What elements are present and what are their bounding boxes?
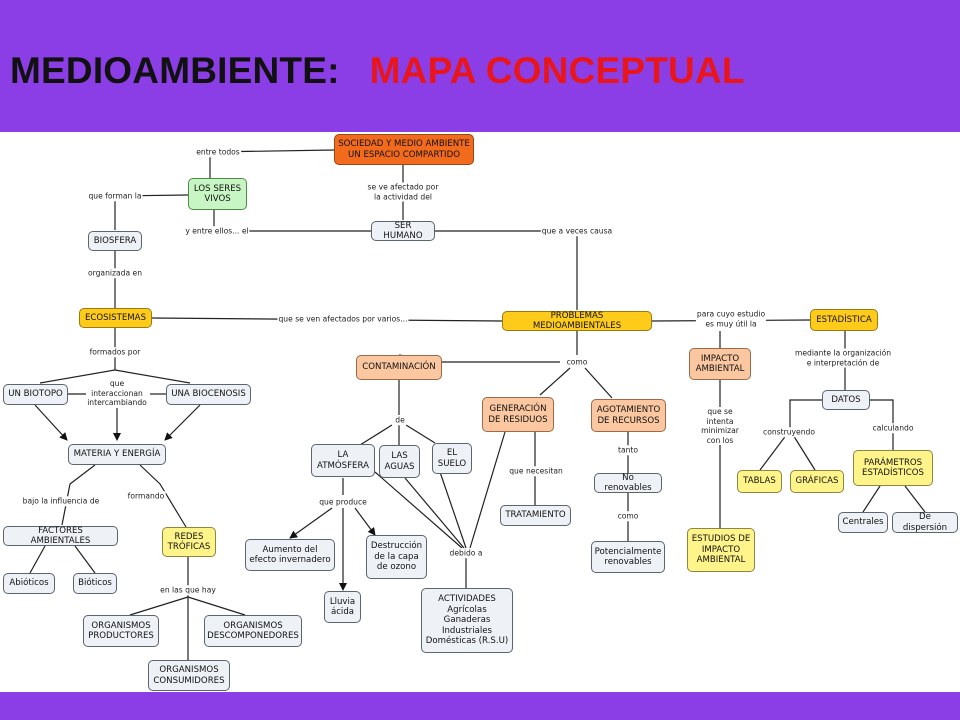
edge-factores-abioticos: [29, 545, 46, 574]
node-ser-humano[interactable]: SER HUMANO: [371, 221, 435, 241]
link-que-produce: que produce: [318, 497, 368, 507]
edge-como-residuos: [539, 367, 571, 396]
node-residuos[interactable]: GENERACIÓN DE RESIDUOS: [482, 397, 554, 432]
slide-title: MEDIOAMBIENTE: MAPA CONCEPTUAL: [10, 50, 745, 92]
link-y-entre-ellos: y entre ellos... el: [184, 226, 250, 236]
edge-redes-descomp: [187, 596, 246, 616]
node-abioticos[interactable]: Abióticos: [3, 573, 55, 594]
link-de: de: [394, 415, 406, 425]
link-para-cuyo-estudio: para cuyo estudio es muy útil la: [695, 309, 767, 329]
node-lluvia[interactable]: Lluvia ácida: [324, 591, 361, 623]
node-agotamiento[interactable]: AGOTAMIENTO DE RECURSOS: [591, 399, 666, 432]
link-formando: formando: [126, 491, 166, 501]
edge-residuos-debido: [469, 431, 506, 549]
node-contaminacion[interactable]: CONTAMINACIÓN: [356, 355, 442, 380]
edge-factores-bioticos: [74, 545, 96, 574]
link-entre-todos: entre todos: [195, 147, 241, 157]
node-biosfera[interactable]: BIOSFERA: [88, 231, 142, 251]
link-que-se-intenta: que se intenta minimizar con los: [700, 407, 740, 445]
edge-humano-problemas: [435, 230, 578, 310]
node-tablas[interactable]: TABLAS: [737, 470, 782, 493]
link-bajo-influencia: bajo la influencia de: [21, 496, 101, 506]
link-como: como: [565, 357, 589, 367]
edge-de-suelo: [405, 424, 436, 444]
node-consumidores[interactable]: ORGANISMOS CONSUMIDORES: [148, 660, 230, 691]
link-calculando: calculando: [871, 423, 915, 433]
edge-suelo-debido: [439, 471, 467, 549]
link-interaccionan: que interaccionan intercambiando: [86, 378, 148, 408]
edge-de-atmosfera: [359, 424, 393, 446]
title-banner: [0, 0, 960, 132]
link-que-forman-la: que forman la: [87, 191, 143, 201]
edge-como-agotamiento: [584, 367, 613, 399]
edge-datos-tablas: [759, 399, 822, 471]
edge-param-centrales: [862, 485, 881, 513]
edge-atm-debido: [374, 471, 463, 549]
link-que-necesitan: que necesitan: [508, 466, 564, 476]
node-dispersion[interactable]: De dispersión: [892, 512, 958, 533]
edge-produce-ozono: [354, 507, 376, 536]
node-sociedad[interactable]: SOCIEDAD Y MEDIO AMBIENTE UN ESPACIO COM…: [334, 134, 474, 165]
edge-ecosistemas-biocenosis: [114, 369, 191, 384]
link-mediante: mediante la organización e interpretació…: [793, 348, 893, 368]
link-construyendo: construyendo: [762, 427, 816, 437]
node-atmosfera[interactable]: LA ATMÓSFERA: [311, 444, 375, 477]
link-afectados-varios: que se ven afectados por varios...: [277, 314, 409, 324]
node-no-renovables[interactable]: No renovables: [594, 473, 662, 493]
node-bioticos[interactable]: Bióticos: [73, 573, 117, 594]
node-problemas[interactable]: PROBLEMAS MEDIOAMBIENTALES: [502, 311, 652, 331]
node-graficas[interactable]: GRÁFICAS: [790, 470, 844, 493]
edge-materia-redes: [139, 464, 187, 528]
footer-banner: [0, 692, 960, 720]
link-formados-por: formados por: [88, 347, 142, 357]
link-se-ve-afectado: se ve afectado por la actividad del: [366, 182, 440, 202]
node-tratamiento[interactable]: TRATAMIENTO: [500, 505, 571, 526]
node-aguas[interactable]: LAS AGUAS: [379, 445, 420, 478]
link-debido-a: debido a: [448, 548, 484, 558]
link-organizada-en: organizada en: [86, 268, 144, 278]
link-que-a-veces: que a veces causa: [540, 226, 614, 236]
node-biotopo[interactable]: UN BIOTOPO: [3, 384, 68, 405]
node-productores[interactable]: ORGANISMOS PRODUCTORES: [83, 615, 159, 647]
link-como2: como: [616, 511, 640, 521]
node-materia[interactable]: MATERIA Y ENERGÍA: [68, 444, 166, 465]
edge-aguas-debido: [404, 477, 465, 549]
node-invernadero[interactable]: Aumento del efecto invernadero: [245, 539, 335, 571]
node-suelo[interactable]: EL SUELO: [432, 443, 472, 474]
node-factores[interactable]: FACTORES AMBIENTALES: [3, 526, 118, 546]
node-actividades[interactable]: ACTIVIDADES Agrícolas Ganaderas Industri…: [421, 588, 513, 653]
edge-param-disp: [904, 485, 926, 513]
node-ozono[interactable]: Destrucción de la capa de ozono: [366, 535, 427, 579]
node-impacto[interactable]: IMPACTO AMBIENTAL: [689, 348, 751, 380]
node-biocenosis[interactable]: UNA BIOCENOSIS: [166, 384, 251, 405]
edge-biotopo-materia: [34, 404, 68, 441]
node-potenc-renovables[interactable]: Potencialmente renovables: [591, 541, 665, 573]
edge-biocenosis-materia: [164, 404, 201, 441]
link-tanto: tanto: [616, 445, 640, 455]
node-ecosistemas[interactable]: ECOSISTEMAS: [79, 308, 152, 328]
edge-datos-param: [870, 399, 894, 450]
edge-materia-factores: [61, 464, 96, 526]
node-parametros[interactable]: PARÁMETROS ESTADÍSTICOS: [853, 450, 933, 486]
node-descomponedores[interactable]: ORGANISMOS DESCOMPONEDORES: [204, 615, 302, 647]
edge-produce-invernadero: [289, 507, 333, 539]
node-estudios[interactable]: ESTUDIOS DE IMPACTO AMBIENTAL: [687, 528, 755, 572]
link-en-las-que-hay: en las que hay: [159, 585, 217, 595]
node-centrales[interactable]: Centrales: [838, 512, 888, 533]
node-estadistica[interactable]: ESTADÍSTICA: [810, 309, 878, 331]
node-seres-vivos[interactable]: LOS SERES VIVOS: [188, 178, 247, 210]
node-datos[interactable]: DATOS: [822, 390, 870, 410]
node-redes[interactable]: REDES TRÓFICAS: [162, 527, 216, 557]
title-main: MEDIOAMBIENTE:: [10, 50, 340, 91]
title-sub: MAPA CONCEPTUAL: [369, 50, 745, 91]
